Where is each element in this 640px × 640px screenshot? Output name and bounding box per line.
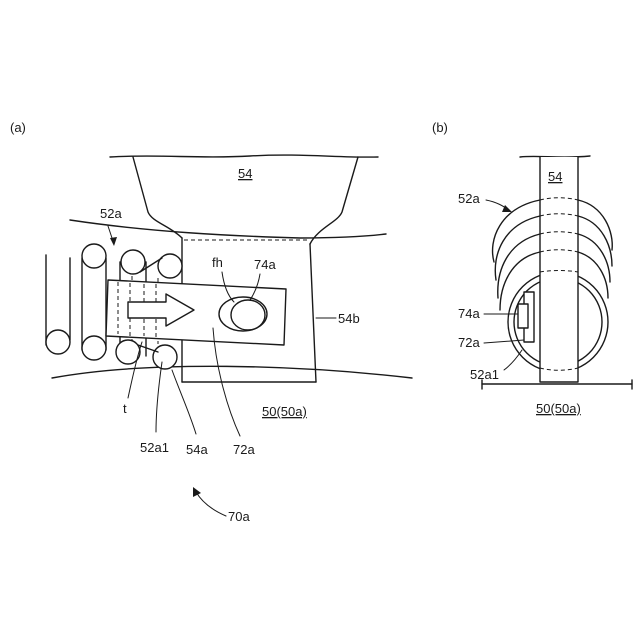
b-label-52a1: 52a1 — [470, 367, 499, 382]
panel-a: (a) 54 54b — [10, 120, 412, 524]
label-72a: 72a — [233, 442, 255, 457]
b-pin-74a — [518, 304, 528, 328]
b-member-54-break-line — [520, 156, 590, 157]
pin-74a — [231, 300, 265, 330]
b-label-54: 54 — [548, 169, 562, 184]
lower-rail — [52, 366, 412, 378]
coil-circle-52a1 — [153, 345, 177, 369]
b-label-50-50a: 50(50a) — [536, 401, 581, 416]
leader-54a — [172, 370, 196, 434]
member-54-break-line — [110, 155, 378, 157]
label-74a: 74a — [254, 257, 276, 272]
upper-rail — [70, 220, 386, 238]
label-54: 54 — [238, 166, 252, 181]
panel-b-tag: (b) — [432, 120, 448, 135]
label-t: t — [123, 401, 127, 416]
label-54b: 54b — [338, 311, 360, 326]
arrowhead-70a — [193, 487, 201, 497]
label-50-50a: 50(50a) — [262, 404, 307, 419]
arrowhead-52a — [110, 237, 117, 246]
label-52a1: 52a1 — [140, 440, 169, 455]
b-label-52a: 52a — [458, 191, 480, 206]
coil-circle — [82, 244, 106, 268]
label-52a: 52a — [100, 206, 122, 221]
b-member-54 — [540, 157, 578, 382]
coil-circle — [82, 336, 106, 360]
panel-a-tag: (a) — [10, 120, 26, 135]
b-label-74a: 74a — [458, 306, 480, 321]
b-label-72a: 72a — [458, 335, 480, 350]
leader-52a1 — [156, 362, 162, 432]
label-fh: fh — [212, 255, 223, 270]
label-54a: 54a — [186, 442, 208, 457]
coil-circle — [46, 330, 70, 354]
label-70a: 70a — [228, 509, 250, 524]
panel-b: (b) 54 52a — [432, 120, 632, 416]
arrow-70a — [196, 492, 226, 516]
